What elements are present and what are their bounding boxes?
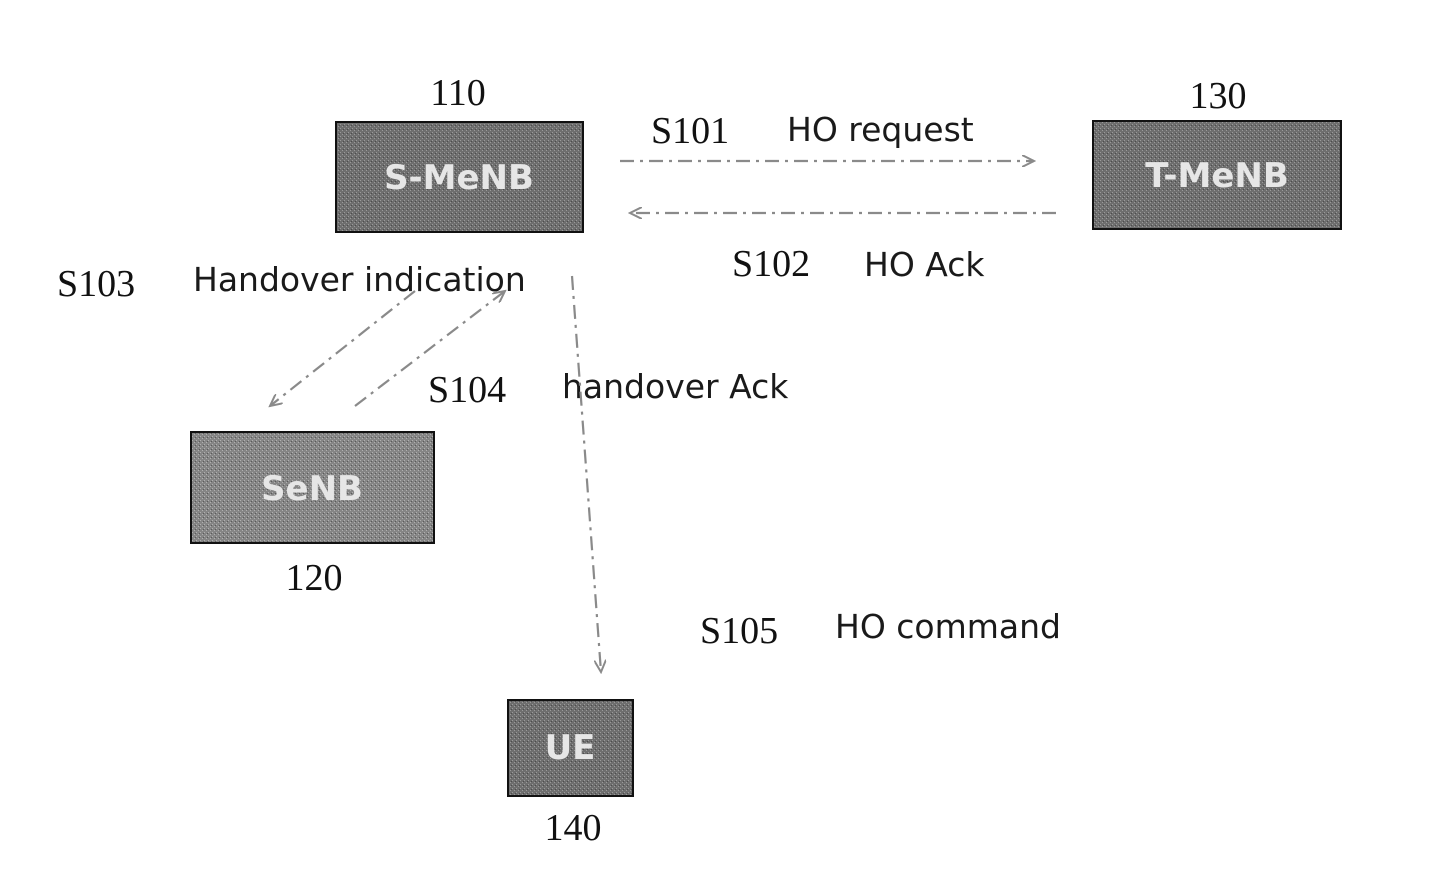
- s101-text: HO request: [787, 110, 974, 149]
- s102-text: HO Ack: [864, 245, 985, 284]
- senb-ref-number: 120: [286, 557, 343, 599]
- t-menb-ref-number: 130: [1190, 75, 1247, 117]
- s-menb-ref-number: 110: [430, 72, 486, 114]
- s104-text: handover Ack: [562, 367, 789, 406]
- ue-label: UE: [545, 728, 596, 768]
- t-menb-node: T-MeNB 130: [1093, 75, 1341, 229]
- s103-arrow: [270, 291, 415, 406]
- s-menb-node: S-MeNB 110: [336, 72, 583, 232]
- senb-node: SeNB 120: [191, 432, 434, 599]
- s105-step-id: S105: [700, 610, 778, 652]
- message-s102: S102 HO Ack: [630, 213, 1056, 285]
- s104-step-id: S104: [428, 369, 506, 411]
- s102-step-id: S102: [732, 243, 810, 285]
- ue-node: UE 140: [508, 700, 633, 849]
- s105-text: HO command: [835, 607, 1061, 646]
- s103-text: Handover indication: [193, 260, 526, 299]
- t-menb-label: T-MeNB: [1145, 156, 1289, 196]
- ue-ref-number: 140: [545, 807, 602, 849]
- message-s104: S104 handover Ack: [355, 291, 789, 411]
- s105-arrow: [572, 276, 601, 672]
- s103-step-id: S103: [57, 263, 135, 305]
- message-s101: S101 HO request: [620, 110, 1034, 161]
- s101-step-id: S101: [651, 110, 729, 152]
- s-menb-label: S-MeNB: [384, 158, 534, 198]
- senb-label: SeNB: [261, 469, 363, 509]
- message-s105: S105 HO command: [572, 276, 1061, 672]
